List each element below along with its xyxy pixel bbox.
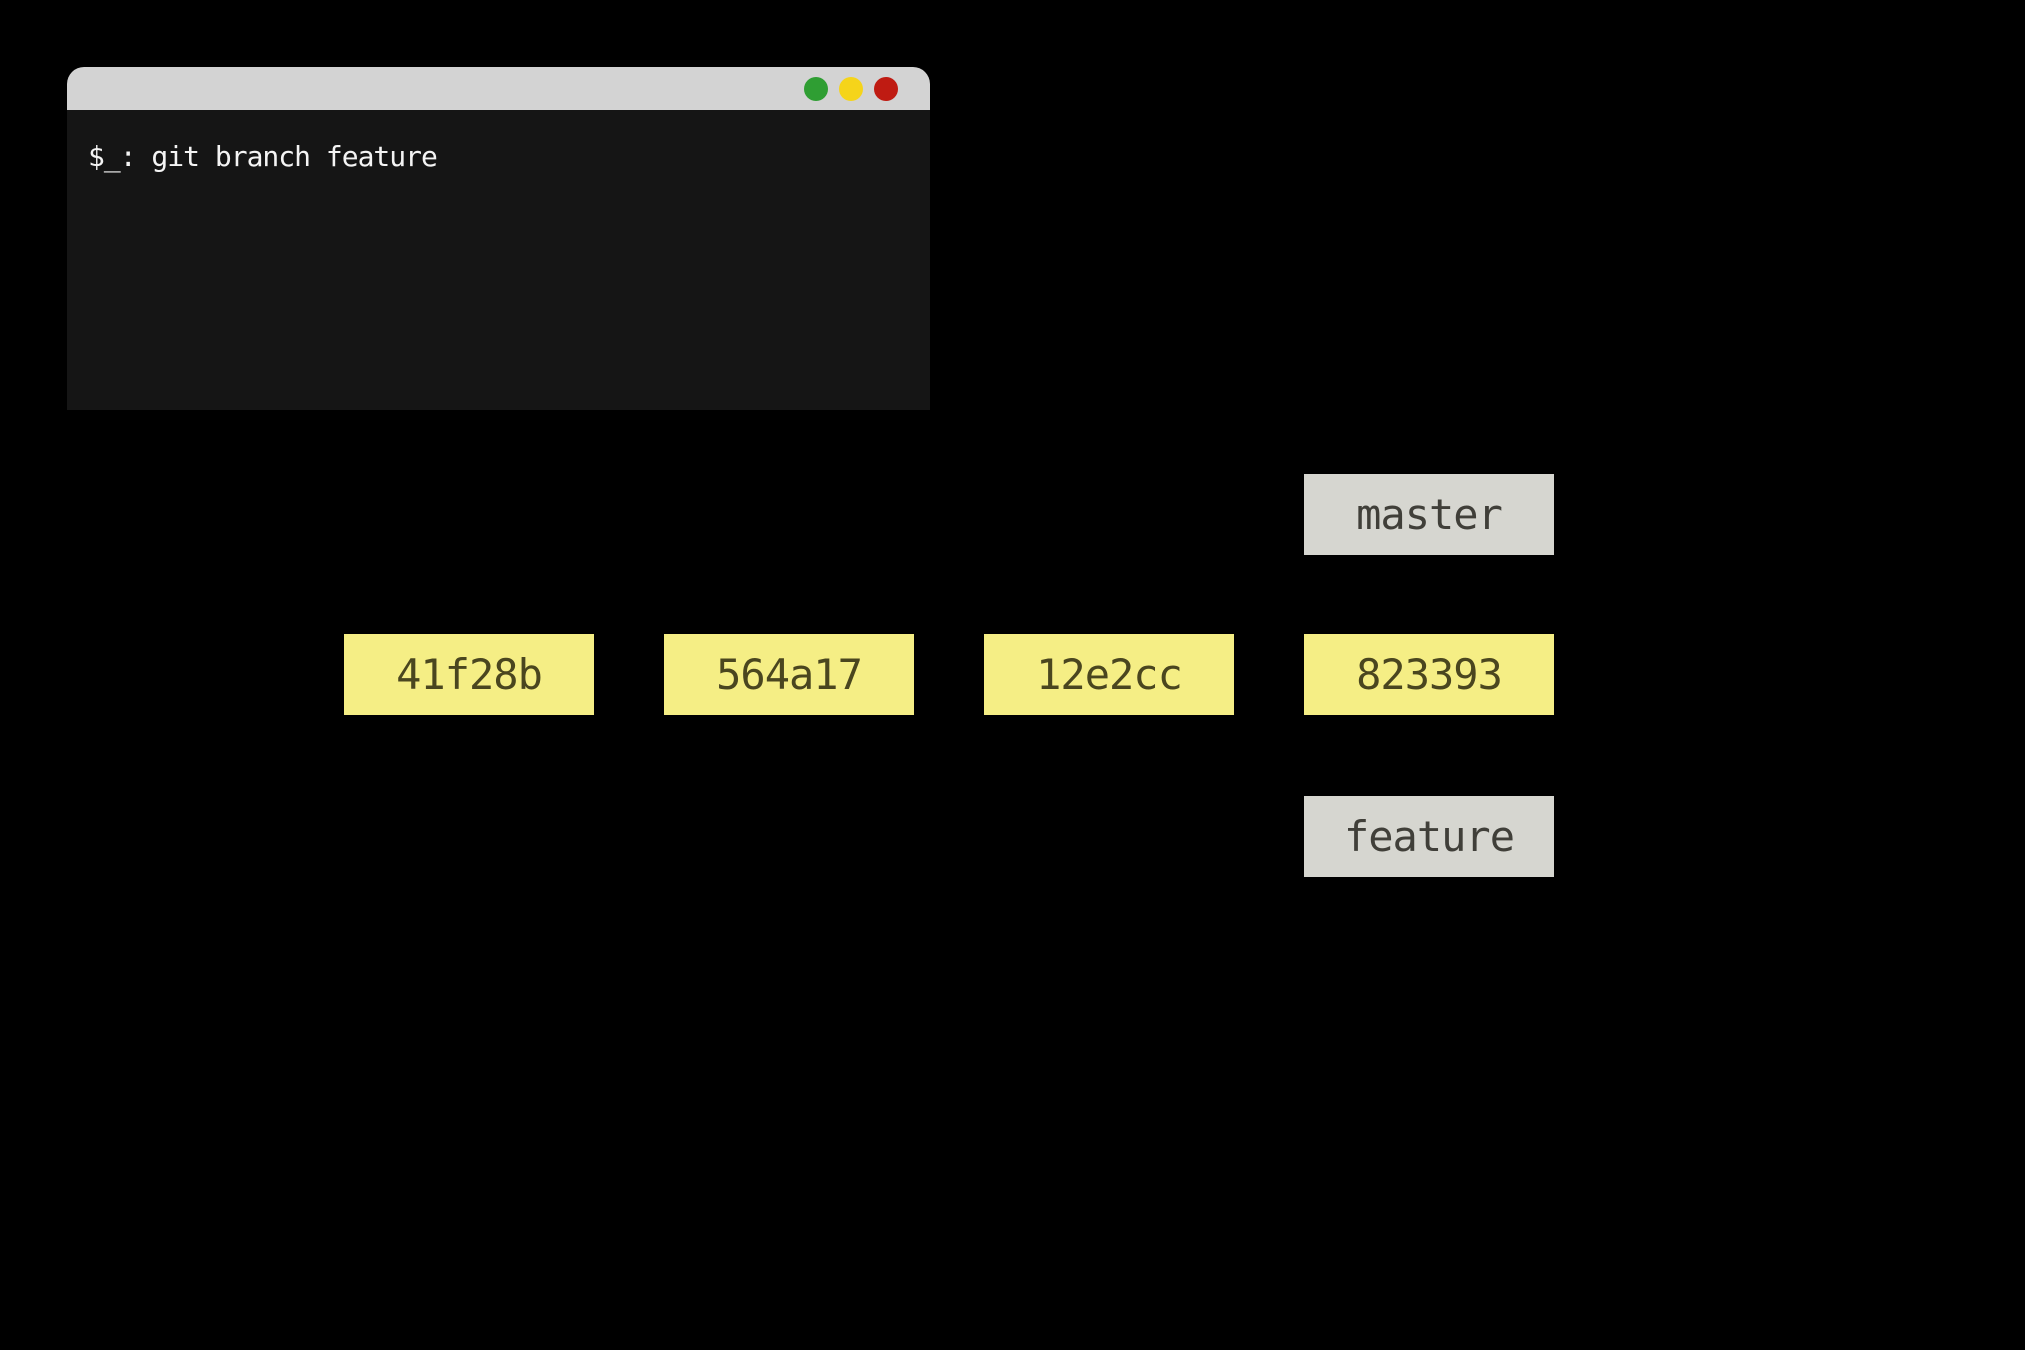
commit-node: 564a17 [664, 634, 914, 715]
window-button-yellow-icon[interactable] [839, 76, 863, 101]
commit-node: 41f28b [344, 634, 594, 715]
window-button-red-icon[interactable] [874, 76, 898, 101]
branch-label-master: master [1304, 474, 1554, 555]
branch-label-feature: feature [1304, 796, 1554, 877]
terminal-body: $_: git branch feature [67, 110, 930, 410]
window-controls [804, 67, 898, 110]
commit-node: 823393 [1304, 634, 1554, 715]
terminal-command: $_: git branch feature [88, 140, 438, 173]
terminal-titlebar [67, 67, 930, 110]
terminal-window: $_: git branch feature [67, 67, 930, 410]
window-button-green-icon[interactable] [804, 76, 828, 101]
commit-node: 12e2cc [984, 634, 1234, 715]
